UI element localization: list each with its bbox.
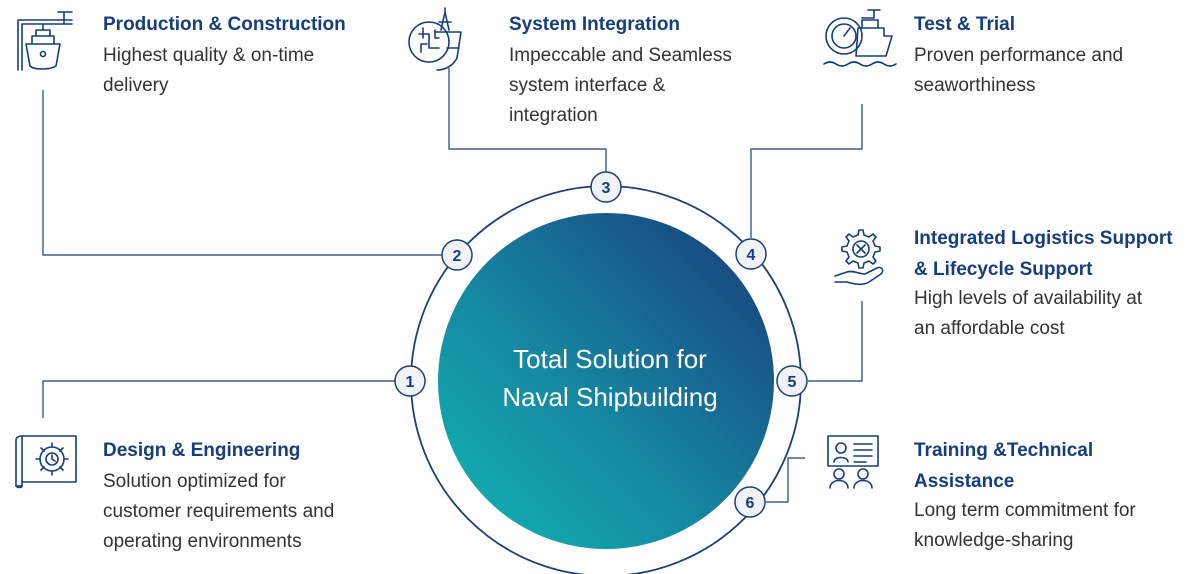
badge-6-number: 6 — [746, 495, 755, 512]
connector-4 — [750, 104, 863, 238]
item-title-line: Assistance — [914, 471, 1015, 492]
badge-3-number: 3 — [602, 180, 611, 197]
badge-2-number: 2 — [453, 248, 462, 265]
item-desc-line: knowledge-sharing — [914, 530, 1074, 551]
item-desc-line: seaworthiness — [914, 75, 1036, 96]
item-desc-line: customer requirements and — [103, 501, 335, 522]
center-title: Total Solution for Naval Shipbuilding — [460, 340, 760, 416]
connector-3 — [448, 68, 607, 172]
item-desc-line: Proven performance and — [914, 45, 1124, 66]
badge-6: 6 — [734, 486, 766, 518]
badge-1-number: 1 — [406, 374, 415, 391]
ship-crane-icon — [17, 11, 73, 71]
badge-5-number: 5 — [788, 374, 797, 391]
center-title-line-1: Total Solution for — [513, 344, 707, 374]
item-title: Test & Trial — [914, 14, 1016, 35]
item-title-line: Training &Technical — [914, 440, 1094, 461]
gear-hand-icon — [834, 229, 884, 286]
blueprint-gear-icon — [15, 435, 77, 489]
item-system-integration: System Integration Impeccable and Seamle… — [509, 12, 732, 131]
connector-2 — [42, 90, 443, 256]
connector-5 — [808, 301, 863, 382]
item-title: System Integration — [509, 14, 681, 35]
item-desc-line: Impeccable and Seamless — [509, 45, 732, 66]
badge-4: 4 — [735, 238, 767, 270]
center-disc — [438, 213, 774, 549]
item-title-line: & Lifecycle Support — [914, 259, 1093, 280]
gauge-ship-icon — [823, 9, 897, 67]
item-desc-line: system interface & — [509, 75, 666, 96]
item-title: Production & Construction — [103, 14, 346, 35]
item-title: Design & Engineering — [103, 440, 301, 461]
badge-1: 1 — [394, 365, 426, 397]
item-desc-line: High levels of availability at — [914, 288, 1143, 309]
item-training-technical: Training &Technical Assistance Long term… — [914, 438, 1136, 556]
badge-2: 2 — [441, 239, 473, 271]
chip-ship-icon — [408, 7, 462, 71]
connector-6 — [766, 457, 805, 503]
badge-4-number: 4 — [747, 247, 756, 264]
item-desc-line: Solution optimized for — [103, 471, 286, 492]
item-desc-line: Highest quality & on-time — [103, 45, 315, 66]
connector-1 — [42, 380, 395, 418]
item-desc-line: integration — [509, 105, 598, 126]
training-board-icon — [827, 435, 879, 489]
connector-lines — [42, 68, 863, 503]
badge-3: 3 — [590, 171, 622, 203]
item-production-construction: Production & Construction Highest qualit… — [103, 12, 346, 101]
item-desc-line: operating environments — [103, 531, 302, 552]
item-title-line: Integrated Logistics Support — [914, 228, 1173, 249]
center-title-line-2: Naval Shipbuilding — [502, 382, 718, 412]
item-desc-line: delivery — [103, 75, 169, 96]
item-desc-line: an affordable cost — [914, 318, 1065, 339]
item-test-trial: Test & Trial Proven performance and seaw… — [914, 12, 1123, 101]
item-desc-line: Long term commitment for — [914, 500, 1136, 521]
badge-5: 5 — [776, 365, 808, 397]
item-design-engineering: Design & Engineering Solution optimized … — [103, 438, 334, 557]
item-integrated-logistics: Integrated Logistics Support & Lifecycle… — [914, 226, 1173, 344]
